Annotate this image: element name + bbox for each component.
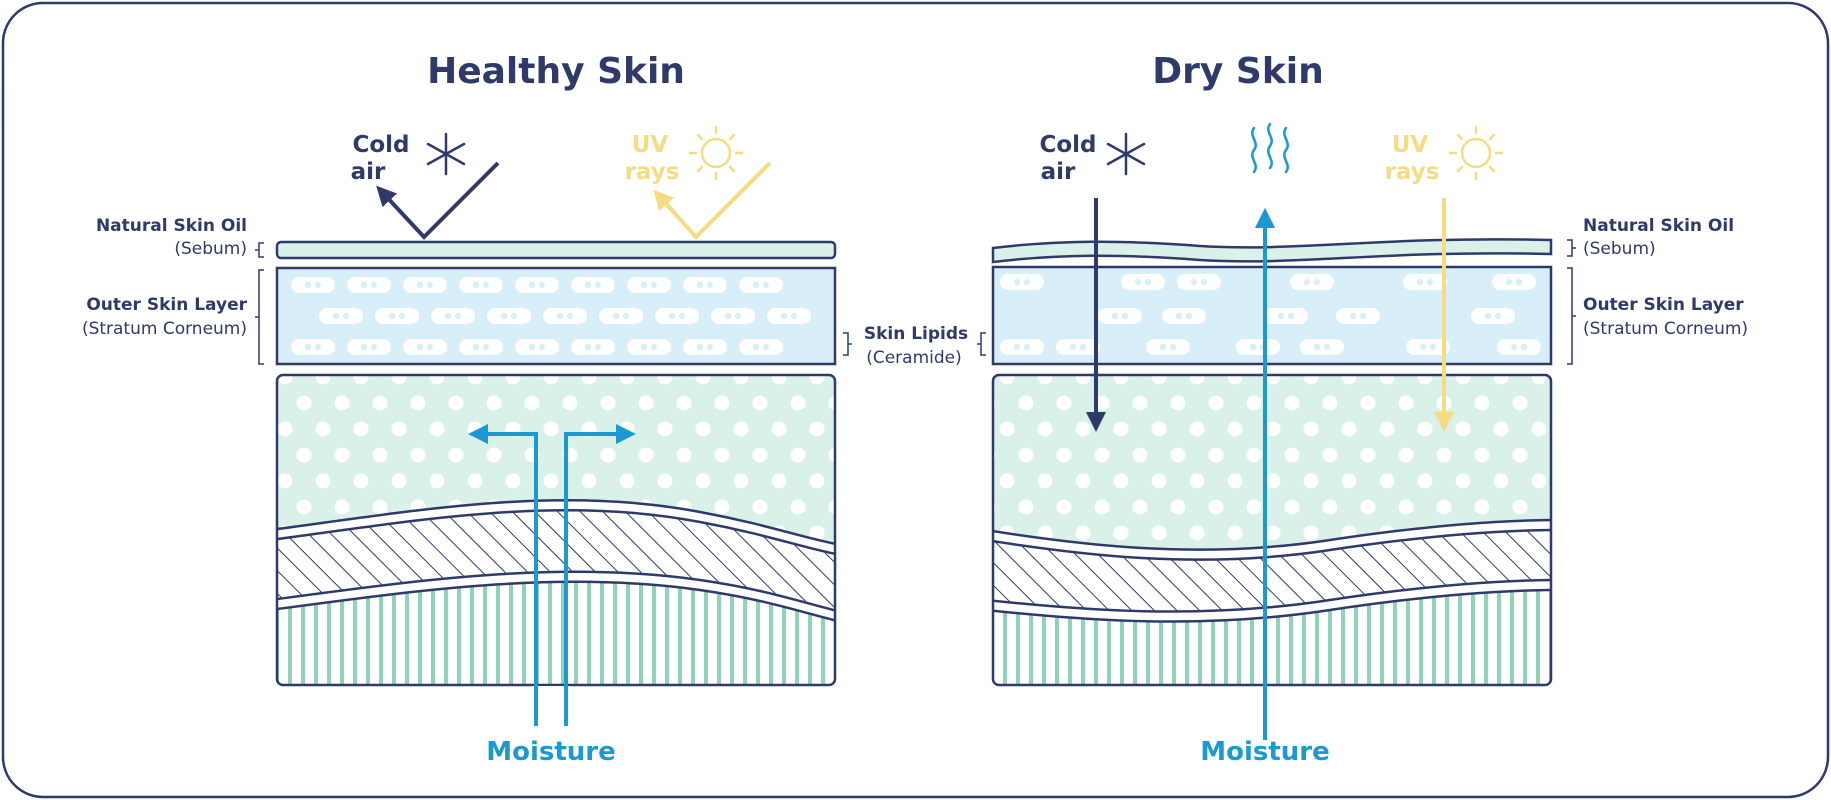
oil-bracket xyxy=(255,242,264,258)
dry-cold-air-label-line2: air xyxy=(1041,159,1076,185)
lipid-pill xyxy=(1300,339,1344,355)
lipid-pill xyxy=(1000,339,1044,355)
dry-moisture-label: Moisture xyxy=(1200,737,1330,767)
lipid-pill xyxy=(1471,308,1515,324)
healthy-skin-title: Healthy Skin xyxy=(427,51,685,92)
lipid-pill xyxy=(515,277,559,293)
snowflake-icon xyxy=(1106,132,1146,176)
lipid-pill xyxy=(1236,339,1280,355)
healthy-oil-sublabel: (Sebum) xyxy=(174,239,247,259)
lipid-pill xyxy=(487,308,531,324)
lipid-pill xyxy=(683,277,727,293)
healthy-dermis-border xyxy=(275,373,837,687)
lipid-pill xyxy=(375,308,419,324)
lipid-pill xyxy=(291,277,335,293)
lipid-pill xyxy=(1121,274,1165,290)
lipid-pill xyxy=(1336,308,1380,324)
lipid-pill xyxy=(571,277,615,293)
lipid-pill xyxy=(1000,274,1044,290)
moisture-retained-arrow-right xyxy=(564,424,636,725)
healthy-sebum-layer xyxy=(275,240,837,260)
healthy-moisture-label: Moisture xyxy=(486,737,616,767)
lipid-pill xyxy=(739,339,783,355)
lipid-pill xyxy=(1290,274,1334,290)
lipid-pill xyxy=(683,339,727,355)
lipid-pill xyxy=(431,308,475,324)
dry-oil-bracket xyxy=(1567,239,1576,257)
dry-ceramide-lipids xyxy=(1000,274,1541,355)
lipid-pill xyxy=(1146,339,1190,355)
lipids-sublabel: (Ceramide) xyxy=(866,348,962,368)
lipid-pill xyxy=(403,339,447,355)
sun-icon xyxy=(688,125,744,181)
lipid-pill xyxy=(347,277,391,293)
evaporation-waves-icon xyxy=(1251,122,1289,174)
outer-bracket xyxy=(255,269,264,365)
lipid-pill xyxy=(627,339,671,355)
snowflake-icon xyxy=(426,132,466,176)
lipid-pill xyxy=(1492,274,1536,290)
dry-dermis-layers xyxy=(993,375,1551,685)
lipid-pill xyxy=(1098,308,1142,324)
lipid-pill xyxy=(1264,308,1308,324)
lipid-pill xyxy=(543,308,587,324)
healthy-cold-air-label-line1: Cold xyxy=(352,132,409,158)
dry-oil-label: Natural Skin Oil xyxy=(1583,216,1734,236)
lipid-pill xyxy=(1177,274,1221,290)
lipid-pill xyxy=(655,308,699,324)
lipids-label: Skin Lipids xyxy=(864,324,968,344)
lipid-pill xyxy=(1497,339,1541,355)
cold-air-deflected-arrow xyxy=(376,161,500,240)
dry-outer-bracket xyxy=(1567,267,1576,365)
dry-uv-label-line2: rays xyxy=(1385,159,1440,185)
healthy-uv-label-line1: UV xyxy=(632,132,669,158)
lipid-pill xyxy=(459,339,503,355)
lipid-pill xyxy=(347,339,391,355)
lipid-pill xyxy=(571,339,615,355)
lipid-pill xyxy=(403,277,447,293)
healthy-cold-air-label-line2: air xyxy=(351,159,386,185)
healthy-skin-panel: Healthy Skin Cold air UV rays xyxy=(82,51,986,767)
lipid-pill xyxy=(599,308,643,324)
healthy-ceramide-lipids xyxy=(291,277,811,355)
lipid-pill xyxy=(291,339,335,355)
lipid-pill xyxy=(319,308,363,324)
dry-oil-sublabel: (Sebum) xyxy=(1583,239,1656,259)
lipid-pill xyxy=(1162,308,1206,324)
dry-cold-air-label-line1: Cold xyxy=(1039,132,1096,158)
lipid-pill xyxy=(1406,339,1450,355)
dry-sebum-layer xyxy=(991,238,1553,264)
lipid-pill xyxy=(767,308,811,324)
lipid-pill xyxy=(1403,274,1447,290)
healthy-oil-label: Natural Skin Oil xyxy=(96,216,247,236)
lipids-bracket-left xyxy=(843,332,852,356)
dry-skin-panel: Dry Skin Cold air UV rays xyxy=(991,51,1748,767)
dry-uv-label-line1: UV xyxy=(1392,132,1429,158)
lipid-pill xyxy=(515,339,559,355)
sun-icon xyxy=(1448,125,1504,181)
lipid-pill xyxy=(739,277,783,293)
healthy-dermis-layers xyxy=(277,375,835,685)
lipid-pill xyxy=(627,277,671,293)
moisture-retained-arrow-left xyxy=(468,424,538,725)
uv-deflected-arrow xyxy=(653,161,772,240)
lipids-bracket-right xyxy=(977,332,986,356)
lipid-pill xyxy=(1056,339,1100,355)
dry-outer-label: Outer Skin Layer xyxy=(1583,295,1744,315)
lipid-pill xyxy=(711,308,755,324)
healthy-outer-label: Outer Skin Layer xyxy=(86,295,247,315)
lipid-pill xyxy=(459,277,503,293)
dry-dermis-border xyxy=(991,373,1553,687)
healthy-outer-sublabel: (Stratum Corneum) xyxy=(82,319,247,339)
dry-outer-sublabel: (Stratum Corneum) xyxy=(1583,319,1748,339)
healthy-uv-label-line2: rays xyxy=(625,159,680,185)
dry-skin-title: Dry Skin xyxy=(1152,51,1323,92)
